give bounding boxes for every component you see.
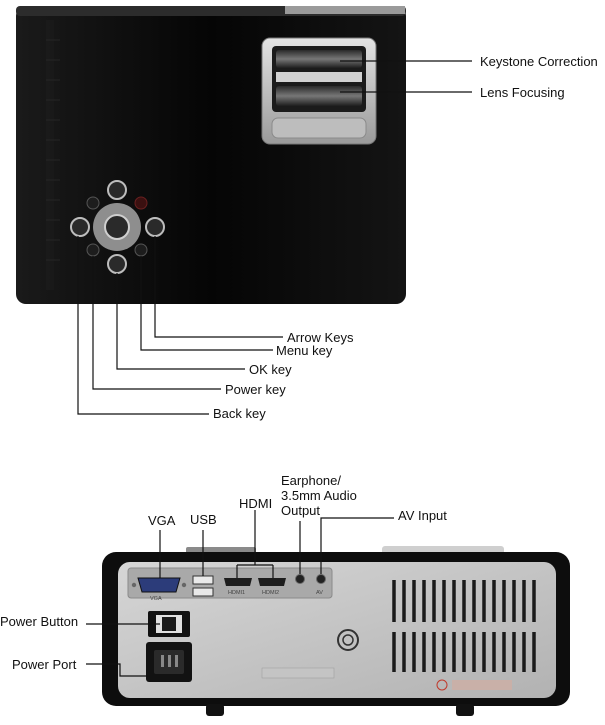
callout-power-key: Power key [225, 382, 286, 397]
certification-mark [337, 629, 359, 651]
callout-power-button: Power Button [0, 614, 79, 629]
arrow-right-key[interactable] [145, 217, 165, 237]
callout-earphone-line2: 3.5mm Audio [281, 488, 357, 503]
panel-mark-hdmi2: HDMI2 [262, 590, 279, 596]
callout-earphone-line1: Earphone/ [281, 473, 341, 488]
hdmi2-port[interactable]: HDMI2 [258, 578, 286, 596]
side-vent [46, 20, 60, 290]
arrow-up-key[interactable] [107, 180, 127, 200]
panel-mark-vga: VGA [150, 596, 162, 602]
callout-menu-key: Menu key [276, 343, 333, 358]
keystone-wheel[interactable] [276, 50, 362, 68]
callout-keystone-correction: Keystone Correction [480, 54, 598, 69]
callout-back-key: Back key [213, 406, 266, 421]
lens-control-frame [261, 37, 377, 145]
av-input-jack[interactable] [316, 574, 326, 584]
rear-vent-grille [392, 580, 536, 672]
callout-lens-focusing: Lens Focusing [480, 85, 565, 100]
control-keypad [70, 180, 165, 274]
callout-vga: VGA [148, 513, 176, 528]
projector-top-view [16, 6, 406, 304]
vga-port[interactable]: VGA [131, 577, 187, 602]
arrow-down-key[interactable] [107, 254, 127, 274]
projector-rear-view: VGA HDMI1 HDMI2 AV [102, 546, 570, 716]
callout-av-input: AV Input [398, 508, 447, 523]
panel-mark-av: AV [316, 590, 323, 596]
callout-usb: USB [190, 512, 217, 527]
ok-key[interactable] [104, 214, 130, 240]
callout-arrow-keys: Arrow Keys [287, 330, 354, 345]
callout-earphone-line3: Output [281, 503, 321, 518]
earphone-jack[interactable] [295, 574, 305, 584]
hdmi1-port[interactable]: HDMI1 [224, 578, 252, 596]
power-key[interactable] [86, 243, 100, 257]
callout-ok-key: OK key [249, 362, 292, 377]
callout-hdmi: HDMI [239, 496, 273, 511]
panel-mark-hdmi1: HDMI1 [228, 590, 245, 596]
callout-power-port: Power Port [12, 657, 77, 672]
focus-wheel[interactable] [276, 86, 362, 106]
top-leader-lines [77, 60, 472, 415]
bottom-leader-lines [86, 510, 394, 677]
arrow-left-key[interactable] [70, 217, 90, 237]
menu-key[interactable] [134, 243, 148, 257]
